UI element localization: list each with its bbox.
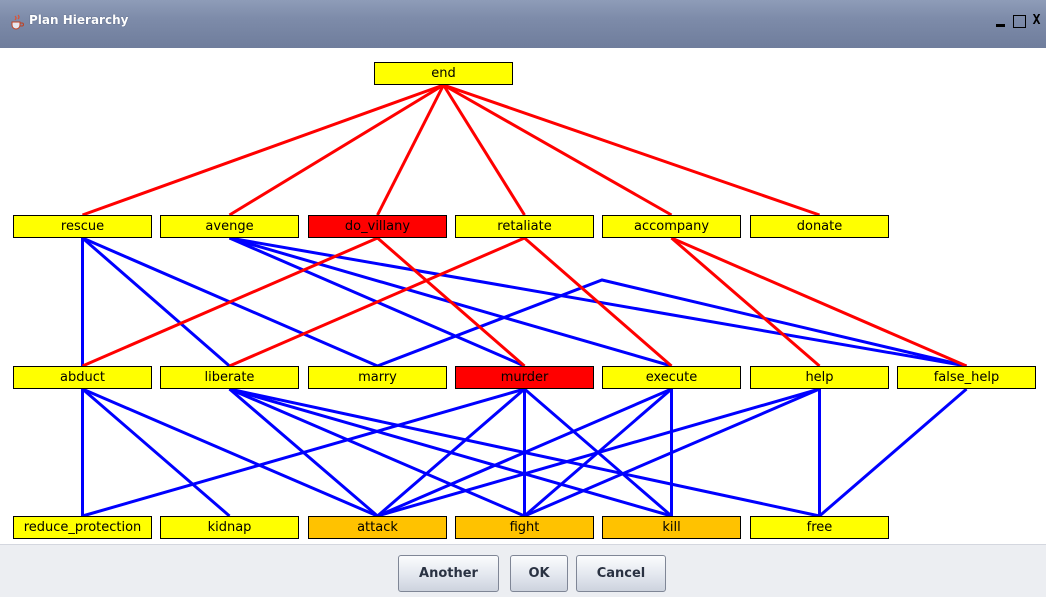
node-help[interactable]: help bbox=[750, 366, 889, 389]
node-kidnap[interactable]: kidnap bbox=[160, 516, 299, 539]
edge-red-retaliate-execute bbox=[523, 236, 673, 368]
node-donate[interactable]: donate bbox=[750, 215, 889, 238]
edge-blue-help-attack bbox=[377, 387, 820, 518]
java-cup-icon bbox=[9, 14, 25, 30]
edge-blue-abduct-kidnap bbox=[81, 387, 231, 518]
node-marry[interactable]: marry bbox=[308, 366, 447, 389]
plan-hierarchy-graph: end rescue avenge do_villany retaliate a… bbox=[0, 48, 1046, 544]
node-kill[interactable]: kill bbox=[602, 516, 741, 539]
node-reduce-protection[interactable]: reduce_protection bbox=[13, 516, 152, 539]
node-liberate[interactable]: liberate bbox=[160, 366, 299, 389]
node-end[interactable]: end bbox=[374, 62, 513, 85]
ok-button[interactable]: OK bbox=[510, 555, 568, 592]
close-button[interactable]: X bbox=[1032, 13, 1041, 28]
node-execute[interactable]: execute bbox=[602, 366, 741, 389]
edge-blue-help-fight bbox=[523, 387, 821, 518]
node-free[interactable]: free bbox=[750, 516, 889, 539]
edge-red-accompany-false-help bbox=[670, 236, 968, 368]
node-do-villany[interactable]: do_villany bbox=[308, 215, 447, 238]
node-avenge[interactable]: avenge bbox=[160, 215, 299, 238]
node-abduct[interactable]: abduct bbox=[13, 366, 152, 389]
edge-blue-rescue-liberate bbox=[81, 236, 231, 368]
node-murder[interactable]: murder bbox=[455, 366, 594, 389]
node-retaliate[interactable]: retaliate bbox=[455, 215, 594, 238]
edge-blue-marry-false-help bbox=[376, 278, 967, 368]
node-attack[interactable]: attack bbox=[308, 516, 447, 539]
edge-blue-false-help-free bbox=[818, 387, 968, 518]
dialog-button-bar: Another OK Cancel bbox=[0, 544, 1046, 597]
another-button[interactable]: Another bbox=[398, 555, 499, 592]
edge-red-end-avenge bbox=[228, 83, 445, 217]
node-false-help[interactable]: false_help bbox=[897, 366, 1036, 389]
edge-red-retaliate-liberate bbox=[228, 236, 526, 368]
edge-red-accompany-help bbox=[670, 236, 821, 368]
node-accompany[interactable]: accompany bbox=[602, 215, 741, 238]
window-title: Plan Hierarchy bbox=[29, 13, 129, 27]
maximize-button[interactable] bbox=[1013, 15, 1026, 28]
edge-red-end-retaliate bbox=[442, 84, 526, 216]
window-titlebar[interactable]: Plan Hierarchy X bbox=[0, 0, 1046, 49]
edge-blue-execute-attack bbox=[376, 387, 673, 518]
node-rescue[interactable]: rescue bbox=[13, 215, 152, 238]
edge-blue-murder-reduce-protection bbox=[82, 387, 525, 518]
edge-red-do-villany-murder bbox=[376, 236, 526, 368]
edge-blue-abduct-attack bbox=[81, 387, 379, 518]
edge-red-do-villany-abduct bbox=[81, 236, 379, 368]
node-fight[interactable]: fight bbox=[455, 516, 594, 539]
edge-blue-liberate-fight bbox=[228, 387, 526, 518]
edge-blue-murder-attack bbox=[376, 387, 526, 518]
cancel-button[interactable]: Cancel bbox=[576, 555, 666, 592]
edge-layer bbox=[81, 83, 968, 518]
minimize-button[interactable] bbox=[993, 12, 1008, 29]
edge-red-end-donate bbox=[443, 83, 820, 217]
edge-red-end-rescue bbox=[81, 83, 445, 217]
edge-red-end-accompany bbox=[442, 83, 673, 217]
edge-red-end-do-villany bbox=[376, 84, 445, 216]
